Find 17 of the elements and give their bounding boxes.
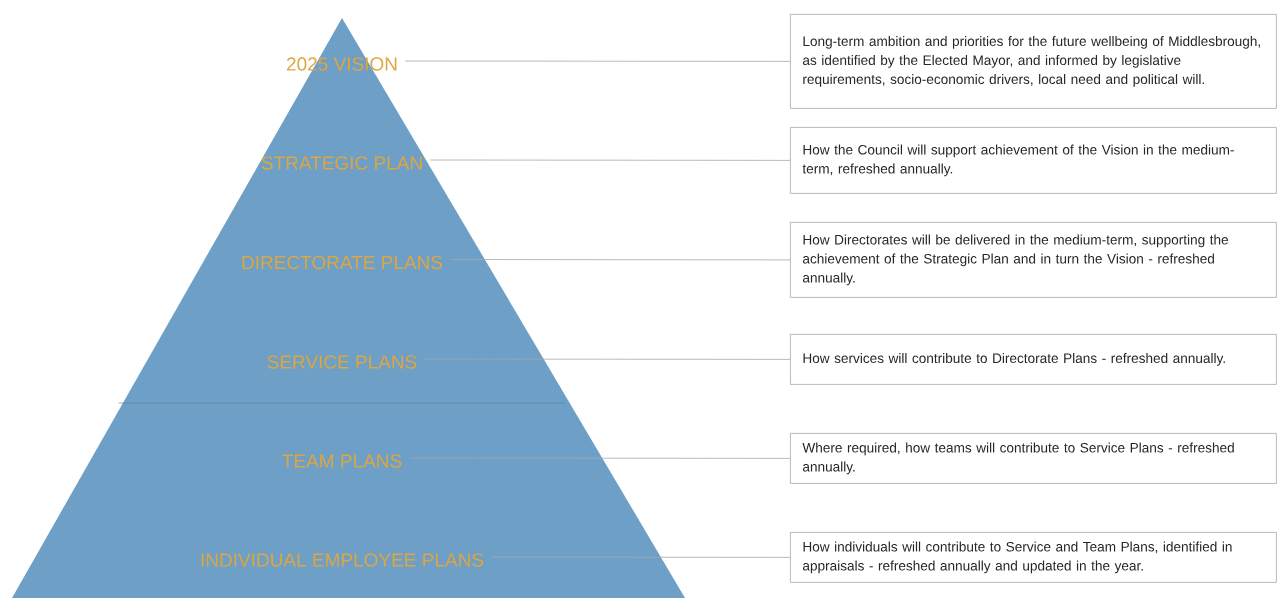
connector-line [449, 259, 791, 261]
level-label: INDIVIDUAL EMPLOYEE PLANS [201, 553, 484, 567]
level-label: DIRECTORATE PLANS [242, 255, 443, 270]
connector-line [424, 358, 791, 360]
level-label: SERVICE PLANS [267, 355, 417, 369]
description-box: How the Council will support achievement of the Vision in the medium-term, refreshed annually. [790, 127, 1277, 194]
connector-line [490, 556, 791, 558]
description-box: How services will contribute to Directorate Plans - refreshed annually. [790, 334, 1277, 385]
level-label: TEAM PLANS [282, 454, 402, 468]
description-box: How individuals will contribute to Service and Team Plans, identified in appraisals - refreshed annually and updated in the year. [790, 532, 1277, 583]
connector-line [404, 60, 791, 62]
description-box: How Directorates will be delivered in the medium-term, supporting the achievement of the Strategic Plan and in turn the Vision - refreshed annually. [790, 222, 1277, 298]
description-box: Where required, how teams will contribute to Service Plans - refreshed annually. [790, 433, 1277, 484]
level-label: STRATEGIC PLAN [261, 156, 422, 170]
description-box: Long-term ambition and priorities for the future wellbeing of Middlesbrough, as identified by the Elected Mayor, and informed by legislative requirements, socio-economic drivers, local need and political will. [790, 14, 1277, 109]
connector-line [409, 457, 791, 459]
connector-line [429, 159, 791, 161]
